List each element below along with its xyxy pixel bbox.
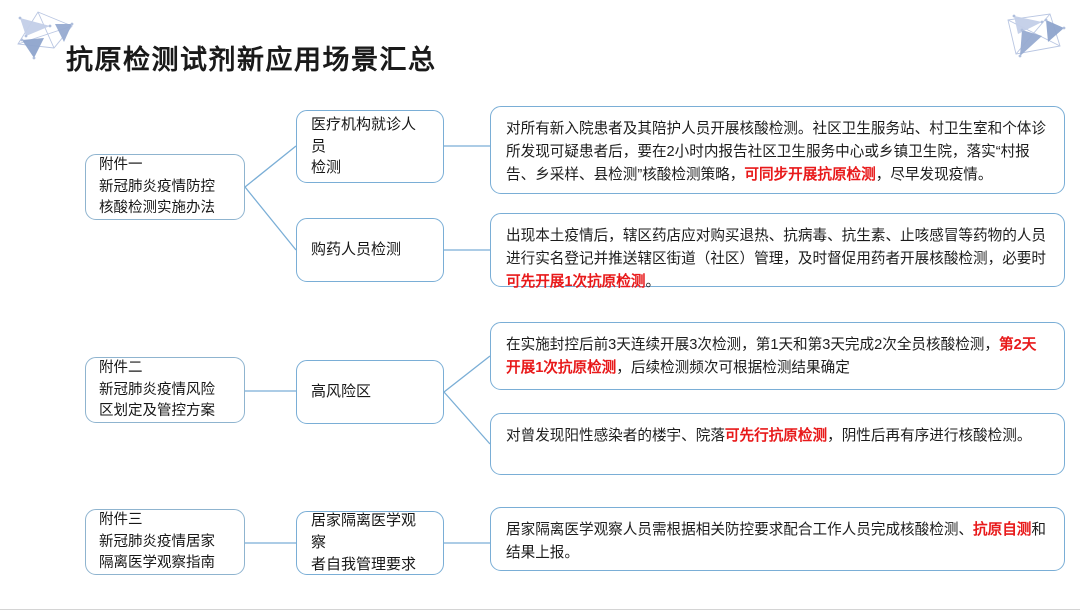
plain-phrase: ，尽早发现疫情。 [875, 167, 993, 184]
middle-node-clinic[interactable]: 医疗机构就诊人员检测 [296, 110, 444, 183]
detail-text: 出现本土疫情后，辖区药店应对购买退热、抗病毒、抗生素、止咳感冒等药物的人员进行实… [506, 225, 1050, 294]
plain-phrase: 在实施封控后前3天连续开展3次检测，第1天和第3天完成2次全员核酸检测， [506, 337, 999, 353]
highlighted-phrase: 抗原自测 [973, 522, 1032, 538]
left-node-attachment-2[interactable]: 附件二新冠肺炎疫情风险区划定及管控方案 [85, 357, 245, 423]
middle-node-label: 购药人员检测 [311, 241, 402, 259]
left-node-label: 附件一新冠肺炎疫情防控核酸检测实施办法 [99, 157, 215, 216]
highlighted-phrase: 可先行抗原检测 [724, 428, 828, 444]
detail-card-high-risk-sealing[interactable]: 在实施封控后前3天连续开展3次检测，第1天和第3天完成2次全员核酸检测，第2天开… [490, 322, 1065, 390]
highlighted-phrase: 可同步开展抗原检测 [744, 167, 876, 184]
plain-phrase: 对所有新入院患者及其陪护人员开展核酸检测。社区卫生服务站、村卫生室和个体诊所发现… [506, 121, 1046, 184]
middle-node-label: 医疗机构就诊人员检测 [311, 115, 417, 177]
middle-node-high-risk[interactable]: 高风险区 [296, 360, 444, 424]
detail-card-home-quarantine[interactable]: 居家隔离医学观察人员需根据相关防控要求配合工作人员完成核酸检测、抗原自测和结果上… [490, 507, 1065, 571]
connector-highrisk-building [443, 391, 491, 445]
detail-card-clinic[interactable]: 对所有新入院患者及其陪护人员开展核酸检测。社区卫生服务站、村卫生室和个体诊所发现… [490, 106, 1065, 194]
highlighted-phrase: 第2天开展1次抗原检测 [506, 337, 1037, 377]
plain-phrase: 。 [645, 274, 661, 291]
plain-phrase: 对曾发现阳性感染者的楼宇、院落 [506, 428, 725, 444]
middle-node-home-quarantine[interactable]: 居家隔离医学观察者自我管理要求 [296, 511, 444, 575]
left-node-attachment-3[interactable]: 附件三新冠肺炎疫情居家隔离医学观察指南 [85, 509, 245, 575]
highlighted-phrase: 可先开展1次抗原检测 [506, 274, 646, 291]
connector-a1-clinic [244, 145, 297, 188]
plain-phrase: 出现本土疫情后，辖区药店应对购买退热、抗病毒、抗生素、止咳感冒等药物的人员进行实… [506, 228, 1046, 268]
left-node-attachment-1[interactable]: 附件一新冠肺炎疫情防控核酸检测实施办法 [85, 154, 245, 220]
plain-phrase: ，后续检测频次可根据检测结果确定 [616, 360, 850, 377]
connector-highrisk-sealing [443, 355, 491, 393]
detail-text: 在实施封控后前3天连续开展3次检测，第1天和第3天完成2次全员核酸检测，第2天开… [506, 334, 1050, 380]
middle-node-label: 居家隔离医学观察者自我管理要求 [311, 512, 417, 573]
detail-text: 对所有新入院患者及其陪护人员开展核酸检测。社区卫生服务站、村卫生室和个体诊所发现… [506, 118, 1050, 187]
detail-text: 对曾发现阳性感染者的楼宇、院落可先行抗原检测，阴性后再有序进行核酸检测。 [506, 425, 1050, 448]
left-node-label: 附件三新冠肺炎疫情居家隔离医学观察指南 [99, 512, 215, 571]
left-node-label: 附件二新冠肺炎疫情风险区划定及管控方案 [99, 360, 215, 419]
middle-node-label: 高风险区 [311, 383, 372, 401]
detail-card-high-risk-building[interactable]: 对曾发现阳性感染者的楼宇、院落可先行抗原检测，阴性后再有序进行核酸检测。 [490, 413, 1065, 475]
plain-phrase: 居家隔离医学观察人员需根据相关防控要求配合工作人员完成核酸检测、 [506, 522, 974, 538]
page-title: 抗原检测试剂新应用场景汇总 [66, 45, 437, 75]
detail-card-pharmacy[interactable]: 出现本土疫情后，辖区药店应对购买退热、抗病毒、抗生素、止咳感冒等药物的人员进行实… [490, 213, 1065, 290]
plain-phrase: ，阴性后再有序进行核酸检测。 [827, 428, 1032, 444]
plain-phrase: 和结果上报。 [506, 522, 1047, 562]
middle-node-pharmacy[interactable]: 购药人员检测 [296, 218, 444, 282]
detail-text: 居家隔离医学观察人员需根据相关防控要求配合工作人员完成核酸检测、抗原自测和结果上… [506, 519, 1050, 565]
connector-a1-pharmacy [244, 186, 297, 251]
